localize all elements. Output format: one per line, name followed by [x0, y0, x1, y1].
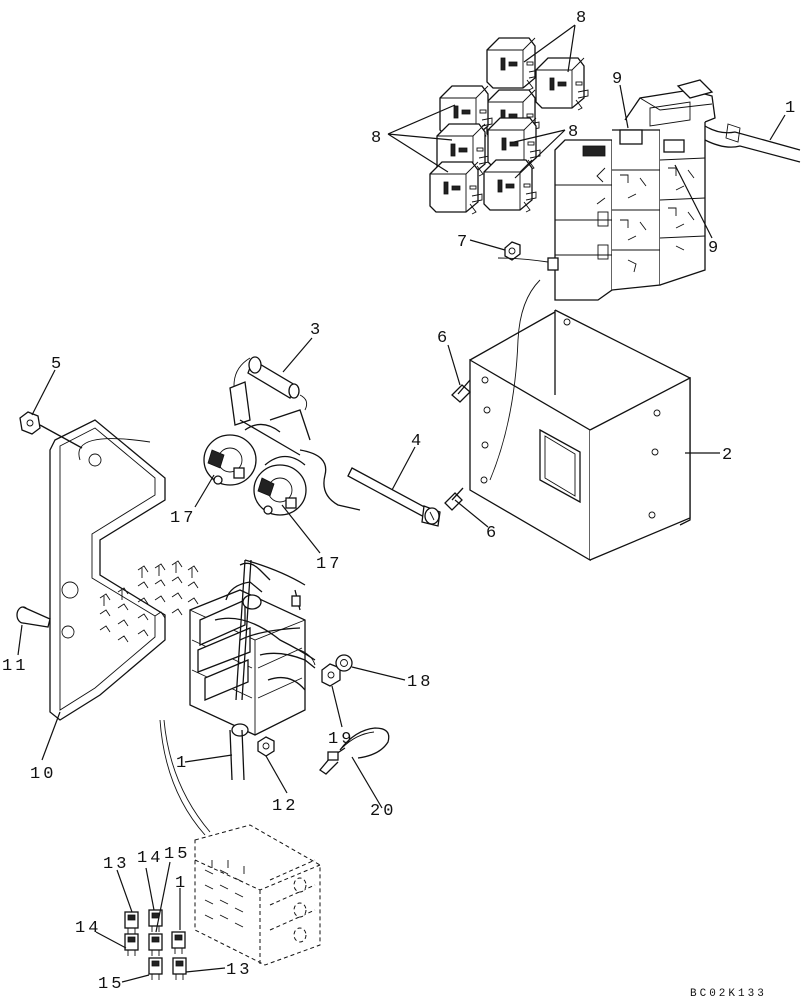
callout-1-near-fuses: 1 — [175, 874, 188, 893]
callout-13-top: 13 — [103, 855, 129, 874]
clamp-assembly — [203, 381, 361, 516]
callout-20: 20 — [370, 802, 396, 821]
callout-17-right: 17 — [316, 555, 342, 574]
callout-7: 7 — [457, 233, 470, 252]
callout-8-right: 8 — [568, 123, 581, 142]
box-bracket — [469, 279, 691, 562]
terminal-clips — [99, 560, 199, 643]
long-bolt — [347, 467, 441, 527]
callout-6-lower: 6 — [486, 524, 499, 543]
callout-12: 12 — [272, 797, 298, 816]
fuse-detail-block — [194, 824, 321, 966]
tube-spacer — [233, 356, 308, 411]
screw-upper — [451, 379, 471, 403]
callout-11: 11 — [2, 657, 28, 676]
callout-19: 19 — [328, 730, 354, 749]
leader-lines — [17, 24, 786, 983]
harness-cable — [159, 719, 245, 836]
callout-17-left: 17 — [170, 509, 196, 528]
callout-13-bottom: 13 — [226, 961, 252, 980]
callout-1-center: 1 — [176, 754, 189, 773]
callout-1-top-right: 1 — [785, 99, 798, 118]
cable-tie — [319, 727, 390, 775]
callout-5: 5 — [51, 355, 64, 374]
nut — [497, 241, 549, 263]
callout-15-top: 15 — [164, 845, 190, 864]
hex-nut-12 — [257, 736, 275, 757]
callout-6-upper: 6 — [437, 329, 450, 348]
washer — [335, 654, 353, 672]
callout-9-bottom: 9 — [708, 239, 721, 258]
drawing-code: BC02K133 — [690, 988, 767, 1000]
bolt-left — [16, 606, 51, 628]
callout-labels: 8 8 8 9 9 1 7 6 6 2 3 4 5 17 17 11 10 18… — [2, 9, 798, 1000]
callout-2: 2 — [722, 446, 735, 465]
screw-lower — [444, 487, 464, 511]
relay-block-assembly — [547, 79, 801, 301]
callout-14-top: 14 — [137, 849, 163, 868]
callout-14-bottom: 14 — [75, 919, 101, 938]
callout-9-top: 9 — [612, 70, 625, 89]
callout-8-left: 8 — [371, 129, 384, 148]
callout-3: 3 — [310, 321, 323, 340]
fuses — [124, 909, 187, 981]
callout-10: 10 — [30, 765, 56, 784]
callout-18: 18 — [407, 673, 433, 692]
hex-nut-left — [19, 411, 83, 449]
callout-4: 4 — [411, 432, 424, 451]
callout-15-bottom: 15 — [98, 975, 124, 994]
hex-nut-19 — [321, 663, 341, 687]
callout-8-top: 8 — [576, 9, 589, 28]
fuse-block-assembly — [189, 559, 316, 737]
mounting-plate — [49, 419, 166, 721]
